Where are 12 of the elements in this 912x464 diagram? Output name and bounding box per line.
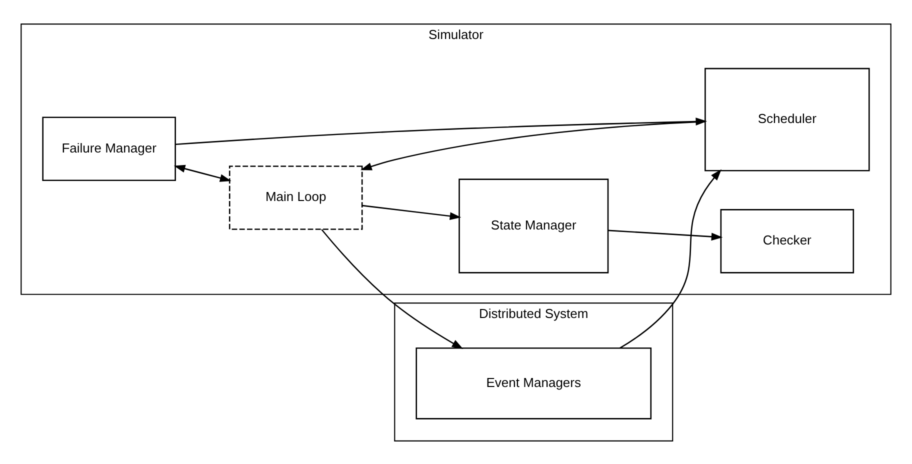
- node-box: Main Loop: [228, 165, 363, 230]
- node-box: Event Managers: [416, 346, 652, 419]
- arrow: [620, 168, 722, 348]
- node-box: Scheduler: [704, 67, 870, 171]
- arrow: [174, 164, 232, 182]
- node-box: Failure Manager: [42, 116, 176, 181]
- arrow: [362, 204, 462, 220]
- node-box: State Manager: [458, 178, 609, 273]
- node-box: Checker: [720, 208, 854, 273]
- arrow: [360, 120, 706, 170]
- arrow: [321, 228, 464, 349]
- arrow: [608, 229, 723, 240]
